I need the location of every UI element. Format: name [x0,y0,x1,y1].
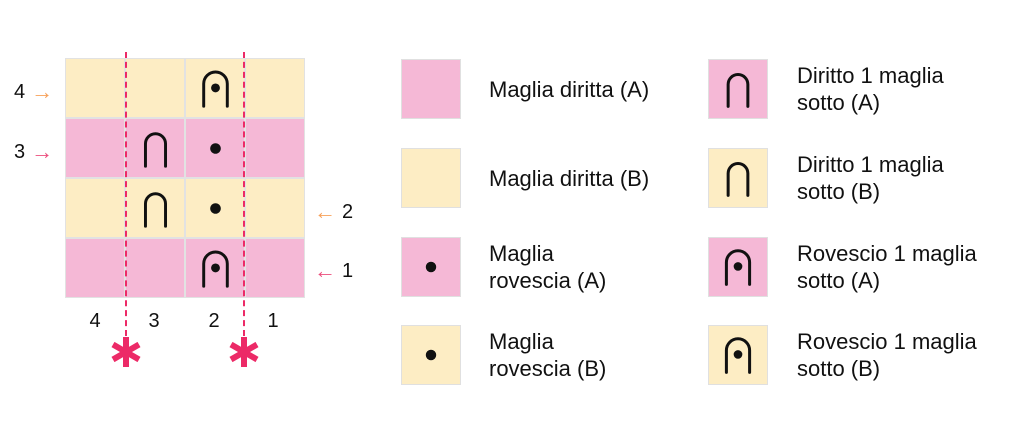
row-number: 4 [14,80,26,103]
legend-swatch [401,59,461,119]
row-label-4: 4 → [14,79,54,104]
chart-cell [125,238,185,298]
column-label: 3 [148,310,160,332]
row-number: 3 [14,140,26,163]
legend-label-line: rovescia (A) [489,268,607,293]
asterisk-icon [229,337,259,367]
column-label: 2 [208,310,220,332]
dot-icon [425,261,437,273]
chart-cell [185,178,245,238]
arrow-right-icon: → [31,79,54,104]
chart-cell [245,58,305,118]
legend-label-line: sotto (A) [797,268,881,293]
row-number: 1 [342,259,354,282]
dot-icon [425,349,437,361]
row-label-3: 3 → [14,139,54,164]
dot-icon [210,203,221,214]
chart-cell [125,58,185,118]
legend-label-line: Maglia [489,329,554,354]
chart-cell [125,118,185,178]
legend-label-line: Rovescio 1 maglia [797,241,977,266]
row-label-1: ← 1 [314,258,354,283]
legend-label-line: Maglia [489,241,554,266]
column-label: 1 [267,310,279,332]
legend-label-line: Diritto 1 maglia [797,63,944,88]
arch-dot-icon [724,249,752,286]
legend-label-line: sotto (A) [797,90,881,115]
legend-label-line: Rovescio 1 maglia [797,329,977,354]
legend-label: Maglia diritta (B) [489,165,649,192]
legend-label-line: Maglia diritta (B) [489,165,650,191]
legend-swatch [401,148,461,208]
legend-label-line: Diritto 1 maglia [797,152,944,177]
arch-icon [726,73,750,108]
legend-label: Maglia diritta (A) [489,76,649,103]
chart-cell [245,178,305,238]
arrow-left-icon: ← [314,199,336,224]
repeat-line-left [125,52,127,336]
legend-label-line: sotto (B) [797,179,881,204]
arrow-right-icon: → [31,139,54,164]
arch-dot-icon [202,250,229,288]
chart-cell [245,118,305,178]
legend-swatch [708,59,768,119]
arch-dot-icon [724,337,752,374]
legend-swatch [708,325,768,385]
chart-cell [185,58,245,118]
chart-cell [65,118,125,178]
chart-cell [125,178,185,238]
dot-icon [210,143,221,154]
legend-label-line: rovescia (B) [489,356,607,381]
chart-cell [185,238,245,298]
chart-cell [65,238,125,298]
legend-label-line: sotto (B) [797,356,881,381]
arch-icon [143,132,168,168]
arrow-left-icon: ← [314,258,336,283]
row-number: 2 [342,200,354,223]
arch-icon [143,192,168,228]
legend-swatch [401,325,461,385]
chart-cell [65,178,125,238]
row-label-2: ← 2 [314,199,354,224]
asterisk-icon [111,337,141,367]
chart-cell [245,238,305,298]
column-label: 4 [89,310,101,332]
chart-cell [65,58,125,118]
legend-swatch [708,148,768,208]
legend-swatch [401,237,461,297]
arch-icon [726,162,750,197]
repeat-line-right [243,52,245,336]
legend-swatch [708,237,768,297]
stitch-chart [65,58,305,298]
arch-dot-icon [202,70,229,108]
chart-cell [185,118,245,178]
legend-label-line: Maglia diritta (A) [489,76,650,102]
